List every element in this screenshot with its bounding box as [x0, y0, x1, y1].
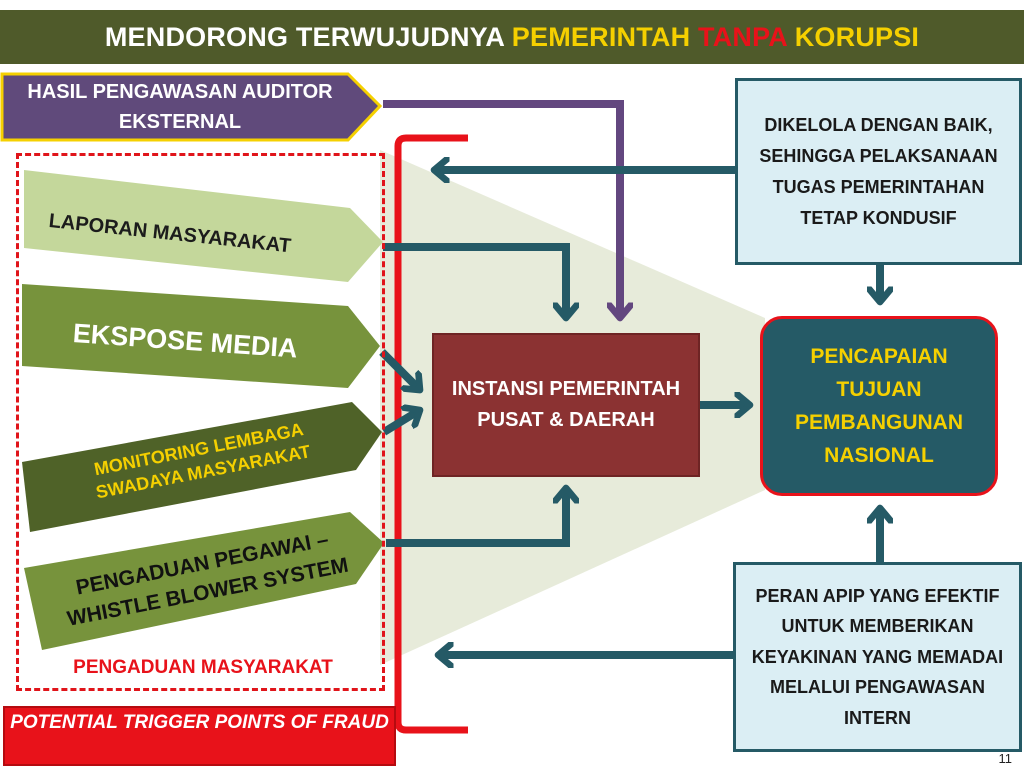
page-number: 11 [998, 751, 1013, 766]
bottom-right-box: PERAN APIP YANG EFEKTIF UNTUK MEMBERIKAN… [733, 562, 1022, 752]
title-part-4: KORUPSI [787, 21, 920, 52]
goal-box: PENCAPAIAN TUJUAN PEMBANGUNAN NASIONAL [760, 316, 998, 496]
red-bracket [394, 134, 468, 734]
center-box: INSTANSI PEMERINTAH PUSAT & DAERAH [432, 333, 700, 477]
laporan-shape [24, 170, 383, 282]
pengaduan-arrow [386, 488, 566, 547]
auditor-banner [0, 72, 383, 142]
monitoring-shape [22, 402, 382, 532]
pengaduan-group-box [16, 153, 385, 691]
auditor-arrow [383, 100, 620, 318]
top-right-box: DIKELOLA DENGAN BAIK, SEHINGGA PELAKSANA… [735, 78, 1022, 265]
pengaduan-shape [24, 512, 384, 650]
monitoring-arrow [381, 410, 420, 436]
pengaduan-group-label: PENGADUAN MASYARAKAT [73, 657, 333, 678]
ekspose-shape [22, 284, 380, 388]
title-bar: MENDORONG TERWUJUDNYA PEMERINTAH TANPA K… [0, 10, 1024, 64]
title-text: MENDORONG TERWUJUDNYA PEMERINTAH TANPA K… [105, 22, 919, 53]
title-part-1: MENDORONG TERWUJUDNYA [104, 21, 512, 52]
laporan-arrow [383, 243, 566, 318]
title-part-2: PEMERINTAH [511, 21, 699, 52]
trigger-box: POTENTIAL TRIGGER POINTS OF FRAUD [3, 706, 396, 766]
auditor-label: HASIL PENGAWASAN AUDITOR EKSTERNAL [27, 81, 333, 133]
ekspose-arrow [379, 349, 420, 390]
title-part-3: TANPA [698, 21, 788, 52]
